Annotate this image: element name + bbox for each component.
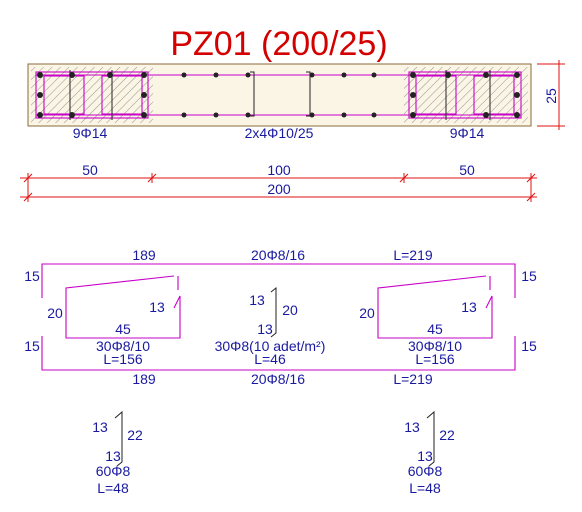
middle-tie-length: L=46 (254, 351, 286, 367)
middle-tie-hook-top: 13 (249, 292, 265, 308)
middle-tie-height: 20 (282, 302, 298, 318)
left-stirrup-width: 45 (115, 321, 131, 337)
right-stirrup-height: 20 (359, 305, 375, 321)
dim-left: 50 (82, 162, 98, 178)
top-bar-spec: 20Φ8/16 (251, 247, 305, 263)
left-tie-length: L=48 (97, 480, 129, 496)
dimension-chain (20, 173, 537, 202)
middle-tie-shape (270, 286, 277, 338)
left-tie-hook-top: 13 (92, 419, 108, 435)
middle-tie-spec: 30Φ8(10 adet/m²) (215, 338, 326, 354)
left-tie-spec: 60Φ8 (96, 463, 131, 479)
dim-total: 200 (267, 181, 291, 197)
middle-tie-hook-bottom: 13 (257, 321, 273, 337)
bottom-u-bar (41, 336, 516, 371)
right-stirrup-width: 45 (427, 321, 443, 337)
left-tie-shape (114, 410, 123, 467)
right-tie-shape (426, 410, 435, 467)
right-stirrup-length: L=156 (415, 351, 455, 367)
bottom-right-hook: 15 (521, 338, 537, 354)
wall-cross-section: 25 (27, 60, 565, 130)
section-cross-ties (69, 70, 491, 120)
left-outer-stirrup (35, 71, 149, 119)
right-tie-length: L=48 (409, 480, 441, 496)
right-stirrup-shape (377, 275, 493, 339)
dim-right: 50 (459, 162, 475, 178)
right-stirrup-spec: 30Φ8/10 (408, 338, 462, 354)
right-stirrup-hook: 13 (461, 299, 477, 315)
left-bars-label: 9Φ14 (73, 125, 108, 141)
bottom-left-hook: 15 (24, 338, 40, 354)
top-u-bar (41, 263, 516, 298)
drawing-title: PZ01 (200/25) (170, 25, 387, 63)
left-stirrup-spec: 30Φ8/10 (96, 338, 150, 354)
left-inner-stirrup (43, 75, 85, 115)
right-outer-stirrup (408, 71, 522, 119)
top-bar-total: L=219 (393, 247, 433, 263)
left-stirrup-shape (65, 275, 181, 339)
dim-middle: 100 (267, 162, 291, 178)
bottom-bar-spec: 20Φ8/16 (251, 371, 305, 387)
left-tie-hook-bottom: 13 (105, 448, 121, 464)
left-tie-height: 22 (127, 427, 143, 443)
left-stirrup-height: 20 (47, 305, 63, 321)
top-right-hook: 15 (521, 268, 537, 284)
bottom-bar-length: 189 (132, 371, 156, 387)
right-bars-label: 9Φ14 (450, 125, 485, 141)
left-stirrup-length: L=156 (103, 351, 143, 367)
left-stirrup-hook: 13 (149, 299, 165, 315)
depth-label: 25 (543, 88, 559, 104)
middle-bars-label: 2x4Φ10/25 (245, 125, 314, 141)
right-tie-spec: 60Φ8 (408, 463, 443, 479)
longitudinal-bars (37, 72, 520, 118)
top-bar-length: 189 (132, 247, 156, 263)
right-tie-height: 22 (439, 427, 455, 443)
bottom-bar-total: L=219 (393, 371, 433, 387)
right-tie-hook-top: 13 (404, 419, 420, 435)
right-tie-hook-bottom: 13 (417, 448, 433, 464)
top-left-hook: 15 (24, 268, 40, 284)
